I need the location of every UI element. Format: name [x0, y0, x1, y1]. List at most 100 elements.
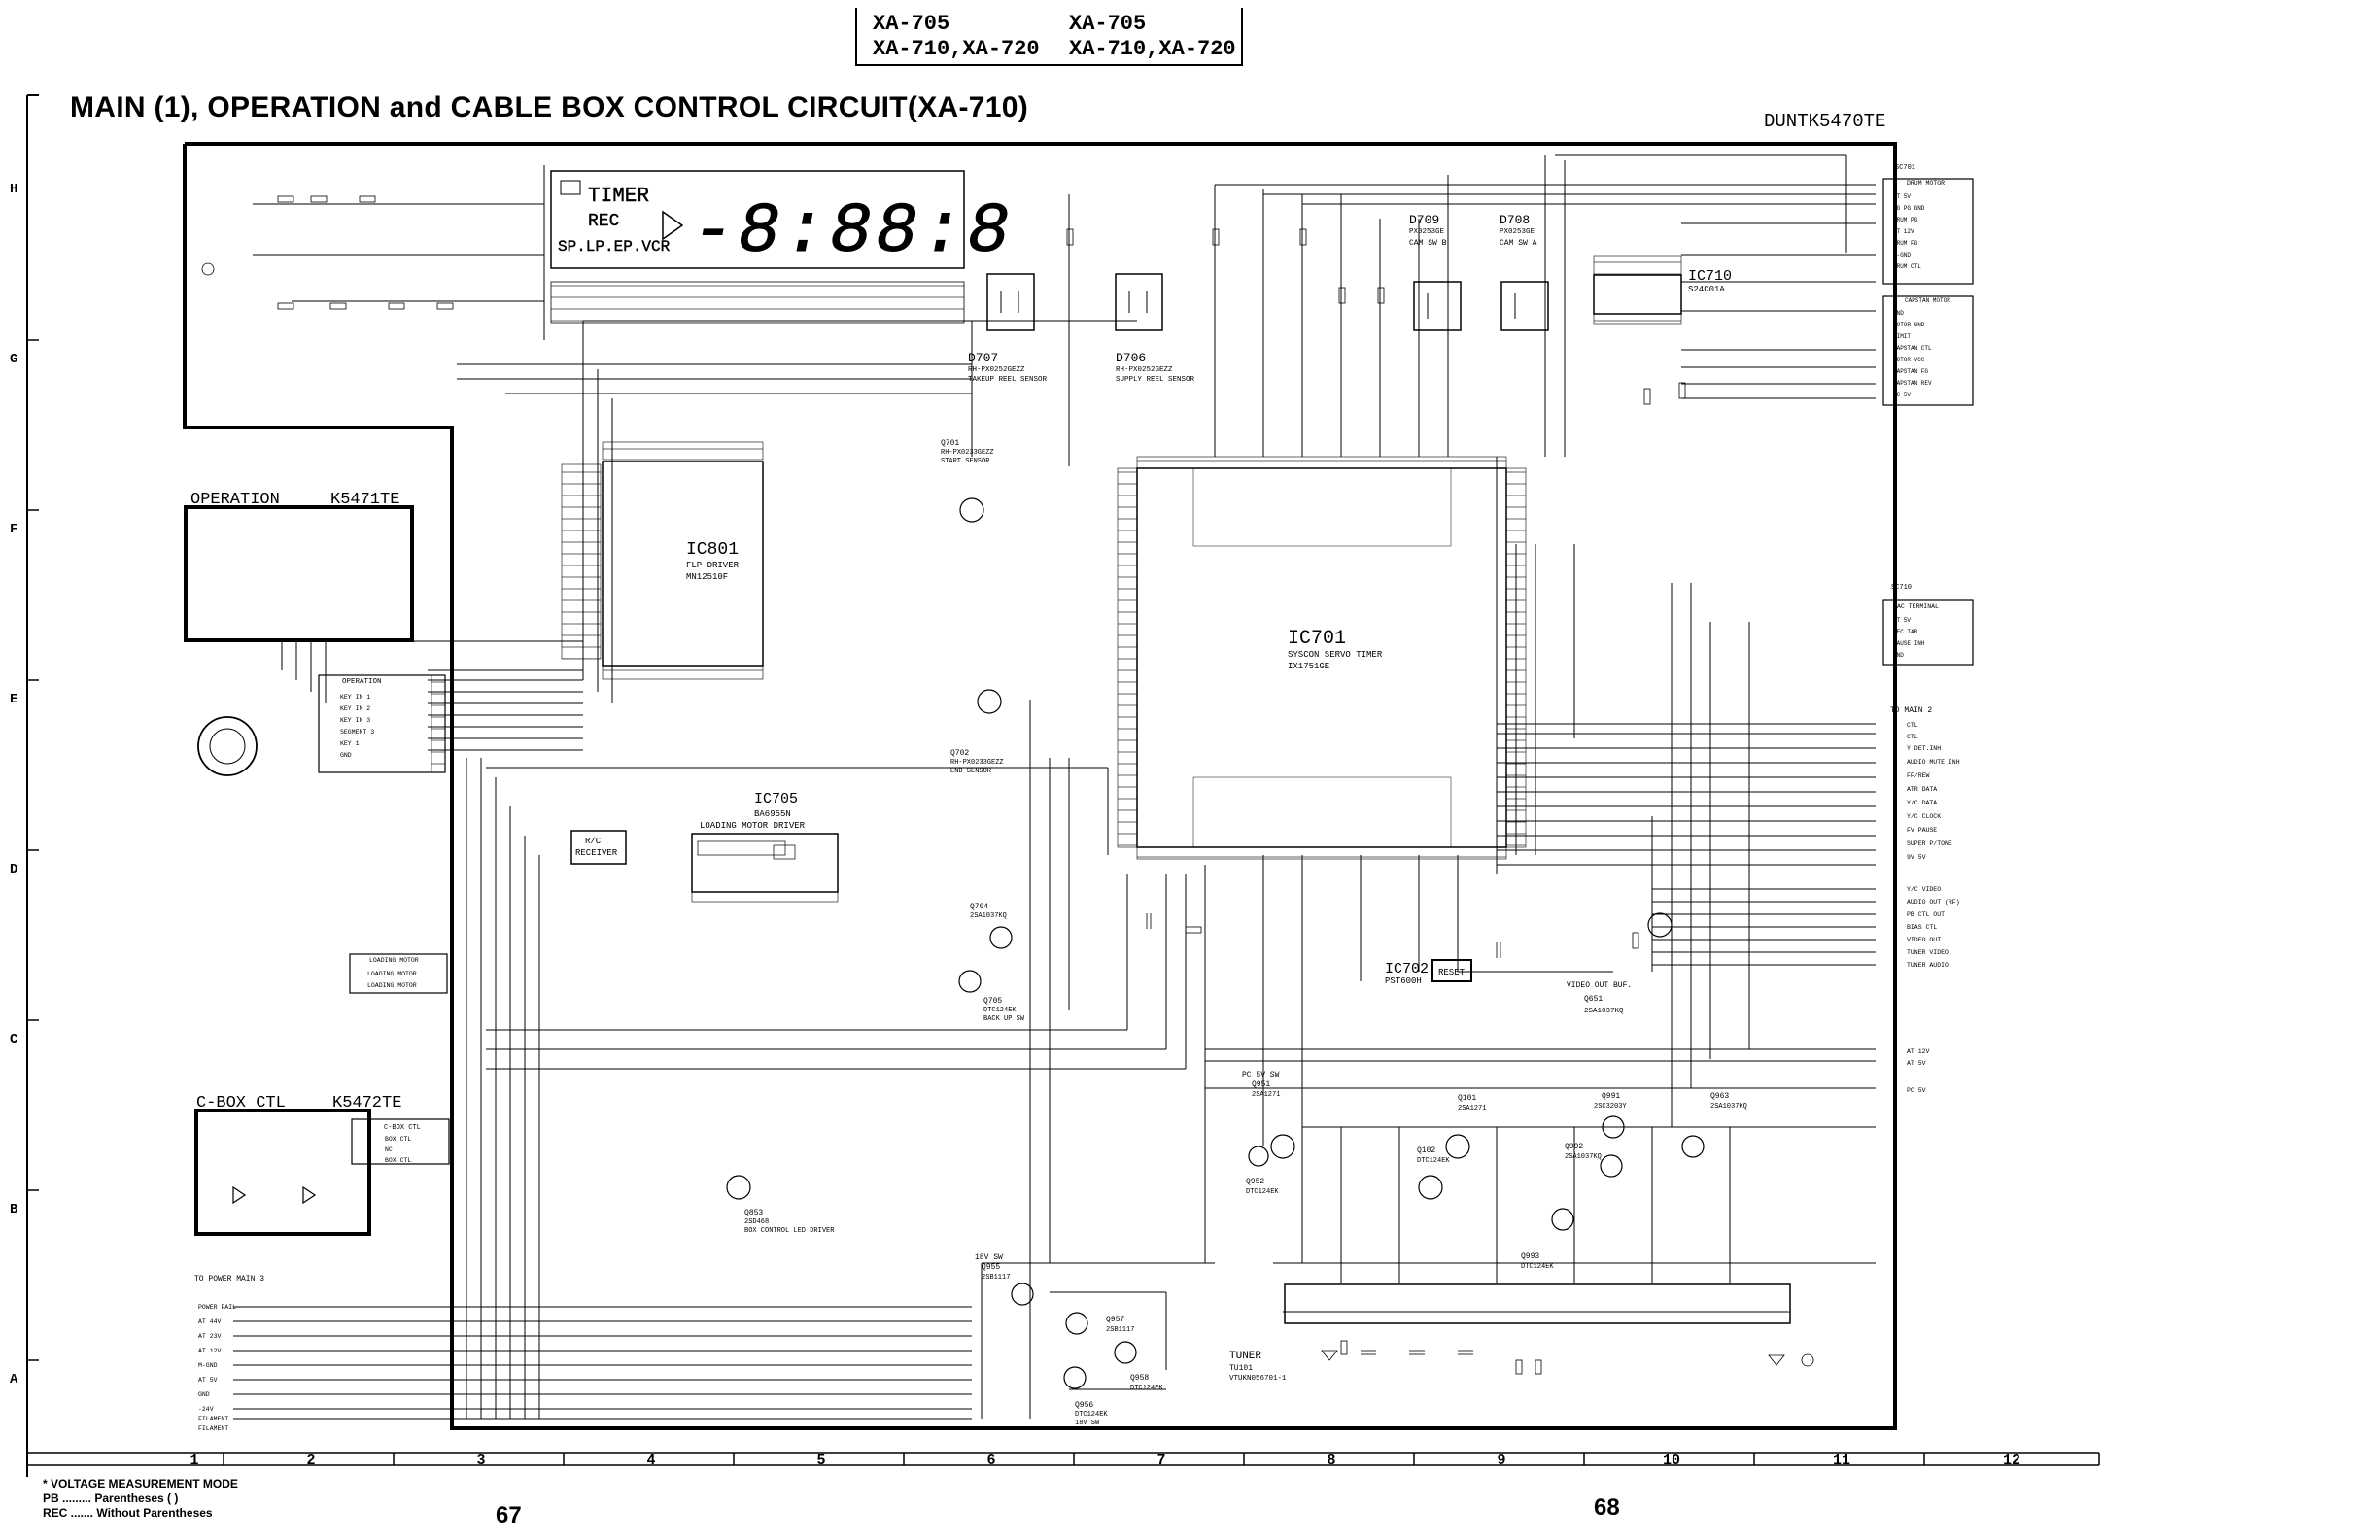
ic710: IC710 S24C01A [1593, 255, 1732, 325]
ic701-part: IX1751GE [1288, 662, 1329, 671]
d709-desc: CAM SW B [1409, 239, 1447, 248]
q951-ref: Q951 [1252, 1080, 1270, 1089]
q704: Q704 2SA1037KQ [970, 903, 1013, 949]
sc703-pin: CAPSTAN FG [1893, 368, 1928, 375]
sc703-pin: GND [1893, 310, 1904, 317]
to-power-pin: AT 23V [198, 1333, 222, 1340]
sc701-pin: DRUM FG [1893, 240, 1918, 247]
operation-pin: KEY IN 1 [340, 694, 370, 701]
sc703-connector: CAPSTAN MOTOR GND MOTOR GND LIMIT CAPSTA… [1882, 295, 1974, 406]
q853: Q853 2SD468 BOX CONTROL LED DRIVER [726, 1175, 835, 1235]
ic701-desc: SYSCON SERVO TIMER [1288, 650, 1383, 660]
row-label: F [10, 522, 17, 537]
ac-pin: PAUSE INH [1893, 640, 1925, 647]
d709-ref: D709 [1409, 213, 1439, 227]
to-main2-pin: TUNER AUDIO [1907, 962, 1949, 969]
q956-part: DTC124EK [1075, 1411, 1108, 1419]
to-main2-pin: VIDEO OUT [1907, 937, 1941, 943]
to-main2-pin: PC 5V [1907, 1087, 1926, 1094]
q701: Q701 RH-PX0233GEZZ START SENSOR [941, 439, 994, 523]
q993-ref: Q993 [1521, 1252, 1539, 1261]
q993: Q993 DTC124EK [1521, 1208, 1574, 1271]
q951-part: 2SA1271 [1252, 1091, 1280, 1099]
col-label: 1 [190, 1453, 198, 1469]
q963-part: 2SA1037KQ [1710, 1103, 1747, 1111]
q651-ref: Q651 [1584, 995, 1603, 1004]
row-label: E [10, 692, 17, 707]
cbox-pin: BOX CTL [385, 1157, 411, 1164]
row-labels: H G F E D C B A [10, 182, 18, 1387]
q702-ref: Q702 [950, 749, 969, 758]
model-line: XA-705 [873, 12, 950, 36]
to-main2-pin: Y/C DATA [1907, 800, 1937, 806]
ac-pin: REC TAB [1893, 629, 1918, 635]
operation-code: K5471TE [330, 491, 399, 509]
operation-pin: KEY IN 2 [340, 705, 370, 712]
to-main2-pin: CTL [1907, 722, 1918, 729]
operation-title: OPERATION [190, 491, 280, 509]
sc701-pin: AT 5V [1893, 193, 1911, 200]
to-main2-pin: AT 5V [1907, 1060, 1926, 1067]
sc701-pin: M-GND [1893, 252, 1911, 258]
ic710-part: S24C01A [1688, 285, 1725, 294]
ac-pin: GND [1893, 652, 1904, 659]
q955-desc: 18V SW [975, 1253, 1003, 1262]
cbox-block: C-BOX CTL K5472TE [194, 1094, 401, 1236]
q101: Q101 2SA1271 [1445, 1094, 1486, 1159]
d708-ref: D708 [1500, 213, 1530, 227]
sensor-d708: D708 PX0253GE CAM SW A [1500, 213, 1549, 331]
led-diode-icon [302, 1185, 317, 1205]
ic702-reset: RESET [1438, 968, 1466, 977]
to-power-pin: AT 44V [198, 1318, 222, 1325]
voltage-notes: * VOLTAGE MEASUREMENT MODE PB ......... … [43, 1477, 238, 1521]
to-power-title: TO POWER MAIN 3 [194, 1275, 264, 1283]
sc703-pin: CAPSTAN CTL [1893, 345, 1932, 352]
q991: Q991 2SC3203Y [1594, 1092, 1627, 1139]
q704-part: 2SA1037KQ [970, 912, 1007, 920]
fld-mode-label: SP.LP.EP.VCR [558, 238, 671, 256]
q957: Q957 2SB1117 [1065, 1312, 1134, 1335]
rc-label-2: RECEIVER [575, 848, 618, 858]
cassette-tab-icon [201, 262, 215, 276]
rc-label-1: R/C [585, 837, 602, 846]
to-main2-pin: FV PAUSE [1907, 827, 1937, 834]
col-label: 2 [306, 1453, 315, 1469]
to-power-pin: POWER FAIL [198, 1304, 236, 1311]
tuner-part: VTUKN056701-1 [1229, 1375, 1287, 1383]
q704-ref: Q704 [970, 903, 988, 911]
sc703-title: CAPSTAN MOTOR [1905, 297, 1950, 304]
ic705: IC705 BA6955N LOADING MOTOR DRIVER [691, 791, 839, 903]
note-title: * VOLTAGE MEASUREMENT MODE [43, 1477, 238, 1490]
d708-desc: CAM SW A [1500, 239, 1537, 248]
model-box: XA-705 XA-710,XA-720 XA-705 XA-710,XA-72… [855, 8, 1243, 66]
tuner-ref2: TU101 [1229, 1364, 1253, 1373]
loading-pin: LOADING MOTOR [367, 971, 417, 977]
sc701-pin: FG PG GND [1893, 205, 1925, 212]
to-main2-pin: Y DET.INH [1907, 745, 1941, 752]
to-main2-pin: AUDIO MUTE INH [1907, 759, 1960, 766]
sc701-title: DRUM MOTOR [1907, 180, 1945, 187]
q705-ref: Q705 [983, 997, 1002, 1006]
q701-part: RH-PX0233GEZZ [941, 449, 994, 457]
q955: 18V SW Q955 2SB1117 [975, 1253, 1034, 1306]
ic705-desc: LOADING MOTOR DRIVER [700, 821, 806, 831]
sensor-d706: D706 RH-PX0252GEZZ SUPPLY REEL SENSOR [1115, 273, 1195, 384]
row-label: A [10, 1372, 18, 1387]
operation-pin: KEY IN 3 [340, 717, 370, 724]
col-label: 6 [986, 1453, 995, 1469]
to-power-pin: AT 5V [198, 1377, 218, 1384]
play-arrow-icon [662, 210, 684, 241]
sc703-pin: MOTOR GND [1893, 322, 1925, 328]
ic702: RESET IC702 PST600H [1385, 959, 1472, 986]
d707-desc: TAKEUP REEL SENSOR [968, 376, 1048, 384]
col-label: 10 [1663, 1453, 1680, 1469]
q951: PC 5V SW Q951 2SA1271 [1242, 1071, 1295, 1159]
col-ticks [223, 1453, 2100, 1465]
operation-pin: GND [340, 752, 352, 759]
passive-components [201, 195, 1814, 1375]
q702-part: RH-PX0233GEZZ [950, 759, 1004, 767]
q651-part: 2SA1037KQ [1584, 1008, 1624, 1015]
model-line: XA-710,XA-720 [873, 37, 1040, 61]
cbox-pin: BOX CTL [385, 1136, 411, 1143]
q651-desc: VIDEO OUT BUF. [1567, 981, 1632, 990]
